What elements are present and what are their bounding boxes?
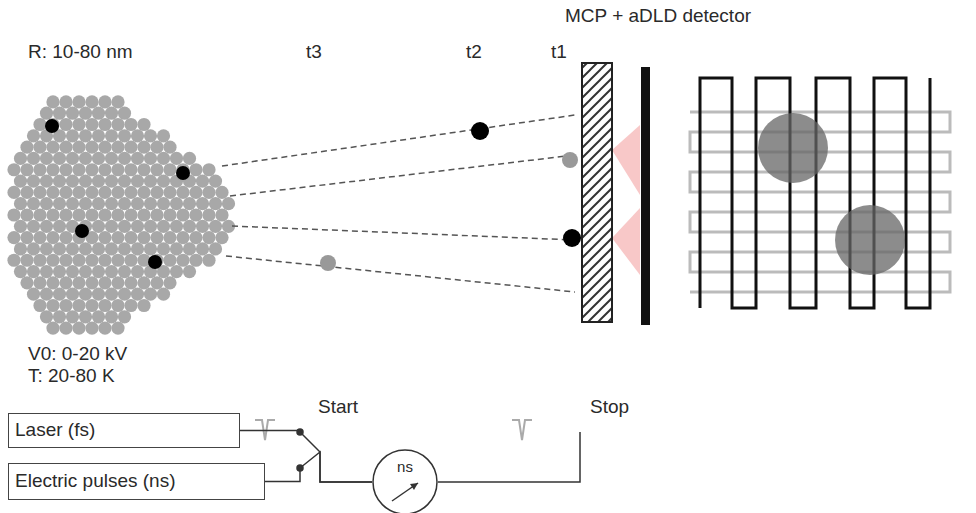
stop-label: Stop	[590, 397, 629, 418]
laser-box: Laser (fs)	[8, 413, 240, 448]
detector-spots	[758, 113, 905, 275]
signal-wire	[265, 452, 372, 482]
pulse-box: Electric pulses (ns)	[8, 463, 265, 500]
node-text: Laser (fs)	[15, 420, 95, 441]
specimen-tip	[7, 95, 235, 334]
detector-title: MCP + aDLD detector	[565, 6, 751, 27]
trajectories	[222, 115, 575, 292]
tip-radius: R: 10-80 nm	[28, 42, 133, 63]
time-mark: t1	[551, 42, 567, 63]
mcp-detector	[582, 63, 650, 325]
temperature-note: T: 20-80 K	[28, 366, 115, 387]
voltage-note: V0: 0-20 kV	[28, 344, 127, 365]
delay-line-anode	[690, 78, 950, 308]
ions	[320, 122, 581, 271]
node-text: Electric pulses (ns)	[15, 471, 176, 492]
timer-circle: ns	[372, 449, 438, 513]
time-mark: t3	[306, 42, 322, 63]
signal-wire	[240, 431, 372, 483]
node-text: ns	[397, 459, 413, 476]
start-label: Start	[318, 397, 358, 418]
time-mark: t2	[466, 42, 482, 63]
